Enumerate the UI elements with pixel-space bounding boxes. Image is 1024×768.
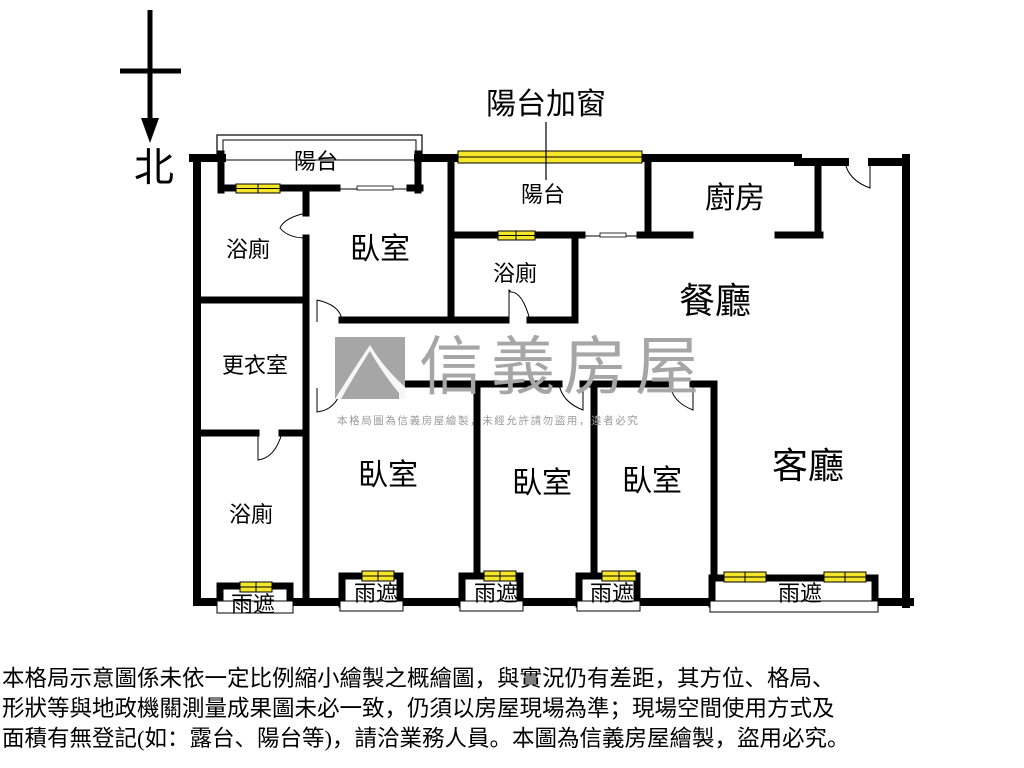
room-label-bedroom-3: 臥室 bbox=[512, 466, 572, 501]
awning-label-3: 雨遮 bbox=[473, 582, 519, 607]
disclaimer-line-2: 形狀等與地政機關測量成果圖未必一致，仍須以房屋現場為準；現場空間使用方式及 bbox=[2, 696, 835, 721]
awning-label-5: 雨遮 bbox=[777, 582, 823, 607]
disclaimer-line-1: 本格局示意圖係未依一定比例縮小繪製之概繪圖，與實況仍有差距，其方位、格局、 bbox=[2, 666, 835, 691]
awning-label-4: 雨遮 bbox=[589, 582, 635, 607]
sliding-doors bbox=[337, 185, 640, 238]
awnings bbox=[216, 570, 879, 614]
brand-logo-icon bbox=[335, 337, 405, 399]
watermark: 信義房屋 bbox=[335, 331, 707, 405]
floor-plan bbox=[120, 10, 914, 614]
walls bbox=[189, 150, 914, 608]
balcony-window-annotation: 陽台加窗 bbox=[486, 87, 606, 122]
room-label-balcony-top-left: 陽台 bbox=[293, 150, 339, 175]
room-label-walk-in-closet: 更衣室 bbox=[221, 354, 289, 379]
windows bbox=[235, 150, 643, 241]
room-label-bathroom-bottom-left: 浴廁 bbox=[228, 503, 274, 528]
awning-label-1: 雨遮 bbox=[230, 593, 276, 618]
room-label-living-room: 客廳 bbox=[771, 446, 845, 487]
disclaimer: 本格局示意圖係未依一定比例縮小繪製之概繪圖，與實況仍有差距，其方位、格局、 形狀… bbox=[2, 664, 1024, 754]
watermark-notice: 本格局圖為信義房屋繪製，未經允許請勿盜用，違者必究 bbox=[337, 415, 640, 427]
room-label-bedroom-2: 臥室 bbox=[358, 458, 418, 493]
balcony-top-left-outline bbox=[216, 134, 423, 161]
awning-label-2: 雨遮 bbox=[353, 582, 399, 607]
room-label-kitchen: 廚房 bbox=[705, 181, 765, 216]
north-arrow-icon bbox=[120, 10, 181, 143]
room-label-bathroom-top-left: 浴廁 bbox=[225, 238, 271, 263]
swing-doors bbox=[257, 161, 871, 461]
room-label-master-bedroom: 臥室 bbox=[350, 232, 410, 267]
north-label: 北 bbox=[134, 145, 174, 191]
watermark-brand: 信義房屋 bbox=[419, 331, 707, 405]
room-label-bathroom-center: 浴廁 bbox=[492, 262, 538, 287]
room-label-bedroom-4: 臥室 bbox=[622, 464, 682, 499]
room-label-dining-room: 餐廳 bbox=[678, 281, 752, 322]
room-label-balcony-top-center: 陽台 bbox=[520, 183, 566, 208]
disclaimer-line-3: 面積有無登記(如：露台、陽台等)，請洽業務人員。本圖為信義房屋繪製，盜用必究。 bbox=[2, 726, 850, 751]
